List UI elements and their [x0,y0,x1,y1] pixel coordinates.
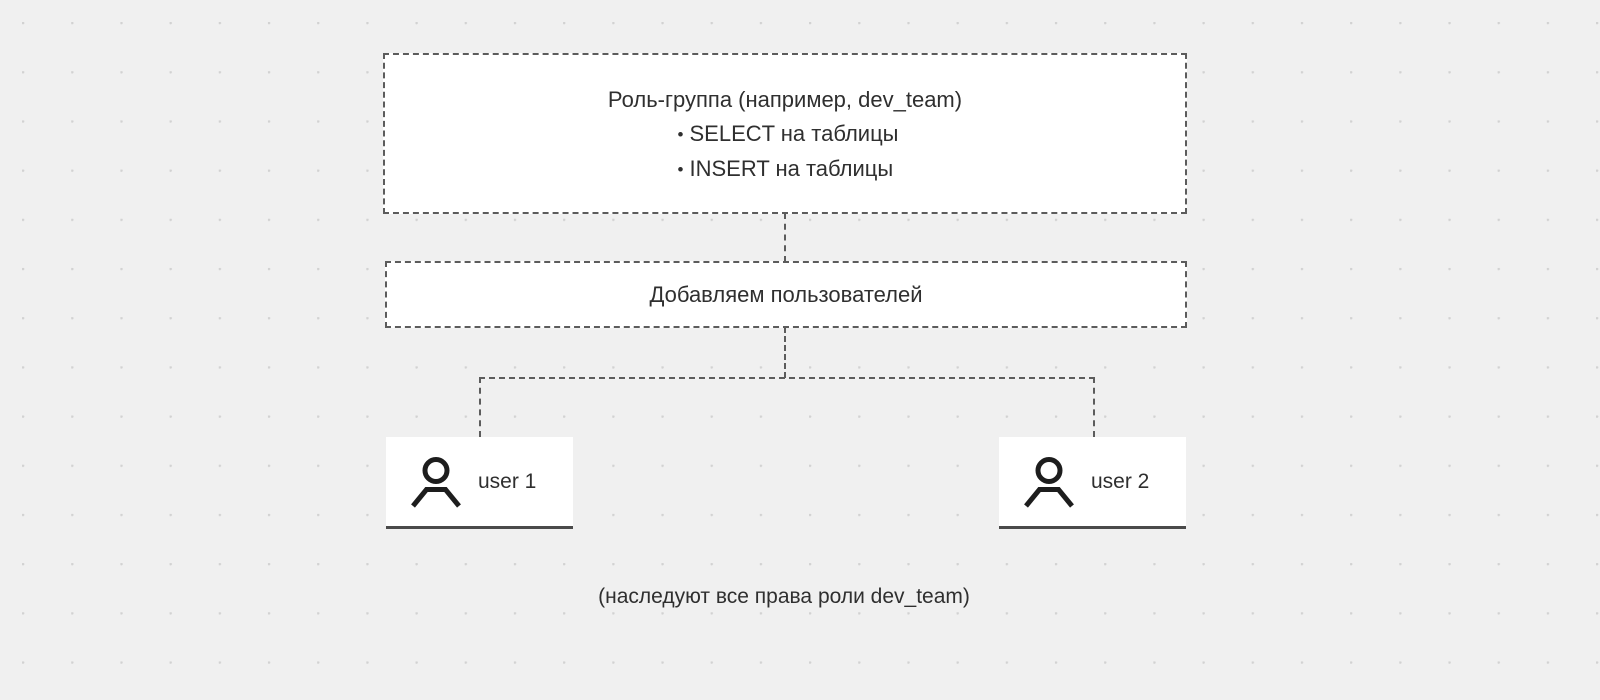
role-privilege-label: INSERT на таблицы [689,155,894,181]
connector-role-to-add [784,213,786,262]
user-card-label: user 2 [1091,469,1150,493]
user-person-icon [1021,454,1077,510]
add-users-label: Добавляем пользователей [649,281,923,307]
role-group-title: Роль-группа (например, dev_team) [607,86,963,112]
user-card-1: user 1 [386,437,573,529]
inheritance-caption: (наследуют все права роли dev_team) [598,585,970,608]
role-privilege-item: •INSERT на таблицы [671,152,898,187]
connector-split-horizontal [479,377,1095,379]
bullet-icon: • [677,124,684,144]
user-person-icon [408,454,464,510]
connector-to-user-2 [1093,377,1095,437]
connector-add-stem [784,327,786,378]
role-privilege-item: •SELECT на таблицы [671,117,899,152]
add-users-box: Добавляем пользователей [385,261,1187,328]
role-privilege-list: •SELECT на таблицы •INSERT на таблицы [671,117,899,187]
role-group-box: Роль-группа (например, dev_team) •SELECT… [383,53,1187,214]
user-card-label: user 1 [478,469,537,493]
bullet-icon: • [677,159,684,179]
connector-to-user-1 [479,377,481,437]
user-card-2: user 2 [999,437,1186,529]
role-privilege-label: SELECT на таблицы [689,120,899,146]
